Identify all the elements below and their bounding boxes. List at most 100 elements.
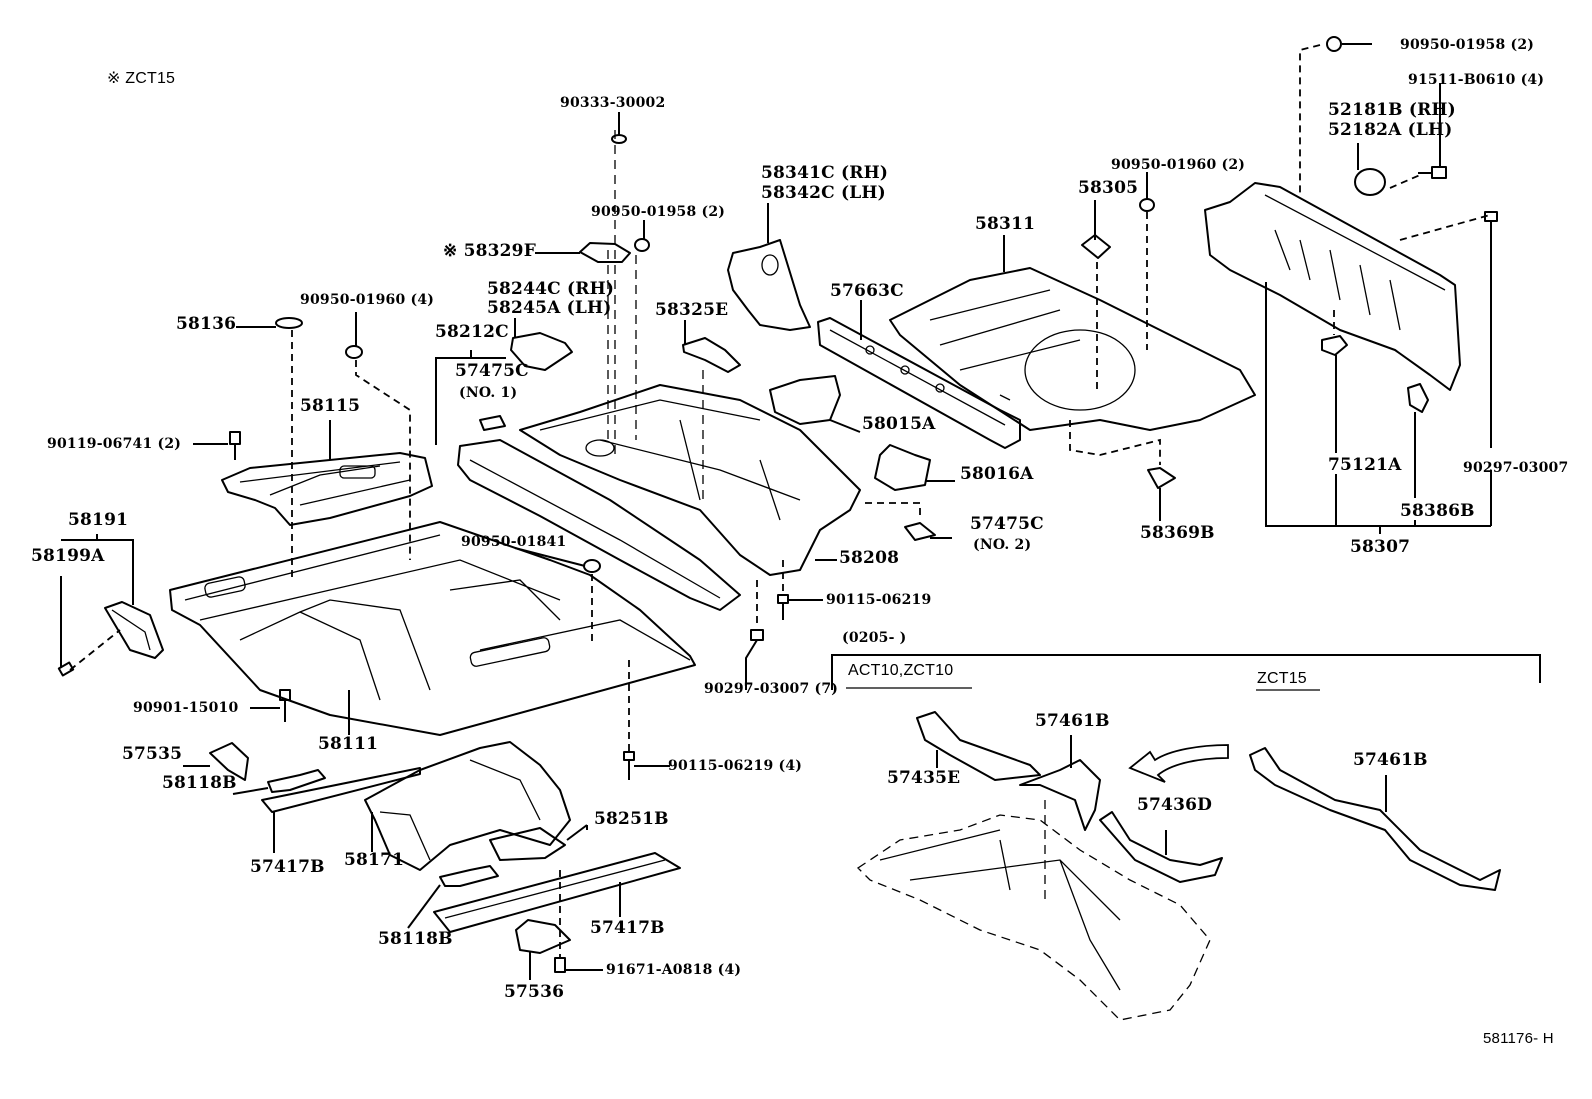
part-57461B-crossmember-right[interactable] [1249,747,1501,891]
part-58118B-plate-upper[interactable] [267,769,326,793]
part-58208-center-floor-pan[interactable] [519,384,861,576]
label-57461B-left: 57461B [1035,711,1110,731]
part-90115-06219-bolt[interactable] [777,594,789,620]
part-90950-01841-grommet[interactable] [583,559,601,573]
label-91671-A0818: 91671-A0818 (4) [606,962,742,978]
part-58191-bracket[interactable] [104,601,164,659]
label-58369B: 58369B [1140,523,1215,543]
label-57435E: 57435E [887,768,961,788]
part-57535-bracket[interactable] [209,742,249,781]
label-90119-06741: 90119-06741 (2) [47,436,182,452]
inset-date-range: (0205- ) [842,630,907,646]
label-58311: 58311 [975,214,1036,234]
label-58118B-lower: 58118B [378,929,453,949]
part-90119-06741-bolt[interactable] [229,431,241,460]
label-58245A-lh: 58245A (LH) [487,298,612,318]
part-90333-30002-plug[interactable] [611,134,627,144]
label-58171: 58171 [344,850,405,870]
label-58115: 58115 [300,396,361,416]
inset-variant-zct15: ZCT15 [1257,670,1307,687]
inset-variant-act10-zct10: ACT10,ZCT10 [848,662,954,679]
label-57475C-no2-number: (NO. 2) [973,537,1032,553]
part-90115-06219-bolt-x4[interactable] [623,751,635,780]
part-58118B-plate-lower[interactable] [439,865,499,887]
part-90950-01958-grommet[interactable] [1326,36,1342,52]
part-58341C-extension[interactable] [727,239,811,331]
label-57417B-rear: 57417B [250,857,325,877]
part-58111-front-floor-pan[interactable] [169,521,696,736]
label-57475C-no1-number: (NO. 1) [459,385,518,401]
part-90950-01958-grommet[interactable] [634,238,650,252]
part-58369B-bracket[interactable] [1147,467,1176,489]
label-90333-30002: 90333-30002 [560,95,666,111]
label-58016A: 58016A [960,464,1034,484]
label-90901-15010: 90901-15010 [133,700,239,716]
label-58325E: 58325E [655,300,729,320]
part-58136-plug[interactable] [275,317,303,329]
arrow-icon [1128,744,1229,783]
part-90950-01960-grommet[interactable] [1139,198,1155,212]
part-90297-03007-clip-x7[interactable] [750,629,764,641]
part-57435E-crossmember[interactable] [916,711,1041,781]
part-58311-rear-floor-pan[interactable] [889,267,1256,431]
part-58199A-bolt[interactable] [57,661,75,677]
label-57436D: 57436D [1137,795,1213,815]
part-58325E-bracket[interactable] [682,337,741,373]
part-58307-rear-panel[interactable] [1204,182,1461,391]
part-58212C-front-side-member[interactable] [457,439,741,611]
label-58118B-upper: 58118B [162,773,237,793]
label-90950-01960-2: 90950-01960 (2) [1111,157,1246,173]
part-91671-A0818-bolt[interactable] [554,957,566,973]
part-57461B-crossmember-left[interactable] [1019,759,1101,831]
part-58386B-bracket[interactable] [1407,383,1429,413]
label-57417B-front: 57417B [590,918,665,938]
part-58015A-reinforcement[interactable] [769,375,841,425]
part-57417B-rocker-front[interactable] [433,852,681,933]
part-57536-bracket[interactable] [515,919,571,954]
label-58136: 58136 [176,314,237,334]
label-90950-01841: 90950-01841 [461,534,567,550]
part-58115-rear-floor-crossmember[interactable] [221,452,433,526]
label-57475C-no1: 57475C [455,361,529,381]
label-57663C: 57663C [830,281,904,301]
part-58305-bracket[interactable] [1081,234,1111,259]
label-52182A-lh: 52182A (LH) [1328,120,1453,140]
label-90950-01960-4: 90950-01960 (4) [300,292,435,308]
label-57461B-right: 57461B [1353,750,1428,770]
label-91511-B0610: 91511-B0610 (4) [1408,72,1545,88]
label-90115-06219-4: 90115-06219 (4) [668,758,803,774]
label-57536: 57536 [504,982,565,1002]
label-75121A: 75121A [1328,455,1402,475]
part-75121A-clip[interactable] [1321,335,1348,356]
part-58016A-reinforcement[interactable] [874,444,931,491]
label-90950-01958-2: 90950-01958 (2) [591,204,726,220]
label-58212C: 58212C [435,322,509,342]
part-90901-15010-bolt[interactable] [279,689,291,722]
label-58111: 58111 [318,734,379,754]
part-58251B-reinforcement[interactable] [489,827,566,861]
part-52181B-bumper-bracket[interactable] [1354,168,1386,196]
label-90950-01958-2-rear: 90950-01958 (2) [1400,37,1535,53]
part-57417B-rocker-rear[interactable] [261,767,421,813]
label-58191: 58191 [68,510,129,530]
label-58386B: 58386B [1400,501,1475,521]
part-57436D-crossmember[interactable] [1099,811,1223,883]
part-58244C-bracket[interactable] [510,332,573,371]
part-90950-01960-grommet[interactable] [345,345,363,359]
part-58329F-plug[interactable] [579,242,631,263]
part-57663C-rear-crossmember[interactable] [817,317,1021,449]
part-57475C-no2-bracket[interactable] [904,522,936,541]
label-52181B-rh: 52181B (RH) [1328,100,1456,120]
label-90115-06219: 90115-06219 [826,592,932,608]
label-57535: 57535 [122,744,183,764]
label-58342C-lh: 58342C (LH) [761,183,886,203]
figure-code: 581176- H [1483,1030,1554,1047]
part-57475C-no1-bracket[interactable] [479,415,506,431]
label-58208: 58208 [839,548,900,568]
label-90297-03007-7: 90297-03007 (7) [704,681,839,697]
part-58171-front-floor-side[interactable] [364,741,571,871]
label-58341C-rh: 58341C (RH) [761,163,889,183]
label-57475C-no2: 57475C [970,514,1044,534]
part-91511-B0610-bolt[interactable] [1418,166,1447,179]
